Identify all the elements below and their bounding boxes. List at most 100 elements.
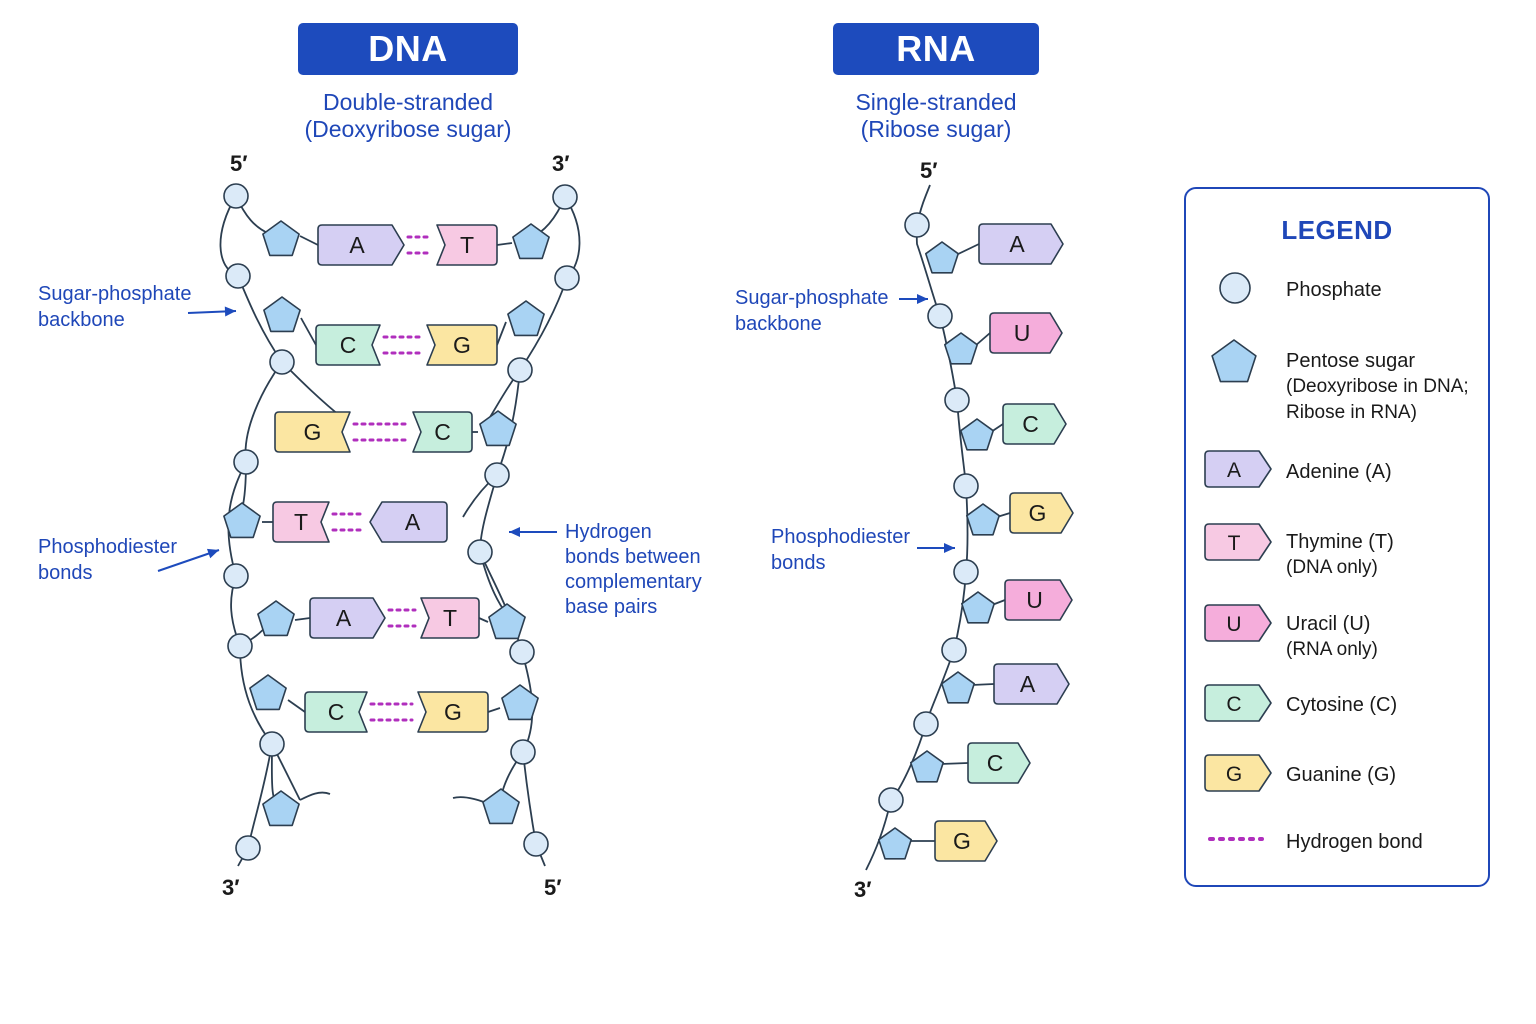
annotation-arrow	[509, 527, 557, 537]
phosphate-icon	[904, 212, 930, 238]
phosphate-icon	[878, 787, 904, 813]
base-letter: A	[336, 605, 352, 631]
base-shape	[420, 597, 480, 639]
base-G: G	[426, 324, 498, 366]
base-letter: A	[349, 232, 365, 258]
dna-subtitle-line2: (Deoxyribose sugar)	[304, 116, 512, 142]
phosphate-icon	[223, 183, 249, 209]
base-letter: G	[444, 699, 462, 725]
pentose-sugar-icon	[909, 750, 945, 783]
legend-label: Thymine (T)	[1286, 531, 1394, 553]
base-shape	[934, 820, 998, 862]
pentose-sugar-icon	[512, 223, 550, 260]
base-letter: A	[405, 509, 421, 535]
base-C: C	[315, 324, 381, 366]
dna-sugar-base-link	[294, 617, 311, 621]
base-C: C	[1204, 684, 1272, 722]
dna-sugar-base-link	[496, 321, 507, 346]
pentose-sugar-icon	[257, 600, 295, 637]
base-A: A	[1204, 450, 1272, 488]
arrow-head	[917, 294, 928, 304]
base-shape	[1204, 684, 1272, 722]
arrow-head	[944, 543, 955, 553]
base-shape	[1204, 523, 1272, 561]
base-shape	[1204, 754, 1272, 792]
base-G: G	[1204, 754, 1272, 792]
arrow-head	[206, 548, 219, 559]
base-shape	[304, 691, 368, 733]
base-A: A	[317, 224, 405, 266]
base-G: G	[274, 411, 351, 453]
legend-label: Adenine (A)	[1286, 461, 1392, 483]
base-letter: G	[1226, 763, 1242, 786]
base-G: G	[417, 691, 489, 733]
phosphate-icon	[913, 711, 939, 737]
base-C: C	[967, 742, 1031, 784]
base-shape	[317, 224, 405, 266]
dna-sugar-base-link	[496, 242, 513, 246]
pentose-sugar-icon	[249, 674, 287, 711]
dna-sugar-base-link	[300, 317, 317, 346]
rna-strand-line	[865, 184, 969, 871]
base-letter: U	[1014, 320, 1031, 346]
legend-sublabel: (RNA only)	[1286, 639, 1378, 660]
base-letter: C	[434, 419, 451, 445]
phosphate-icon	[554, 265, 580, 291]
pentose-sugar-icon	[1211, 339, 1257, 383]
base-letter: U	[1226, 613, 1241, 636]
legend-label: Guanine (G)	[1286, 764, 1397, 786]
legend-item-thymine: Thymine (T) (DNA only)	[1286, 529, 1394, 581]
base-T: T	[436, 224, 498, 266]
dna-subtitle-line1: Double-stranded	[322, 89, 494, 115]
legend-item-hydrogen-bond: Hydrogen bond	[1286, 829, 1423, 855]
phosphate-icon	[927, 303, 953, 329]
annotation-arrow	[917, 543, 955, 553]
rna-subtitle: Single-stranded (Ribose sugar)	[786, 89, 1086, 143]
base-letter: G	[453, 332, 471, 358]
phosphate-icon	[523, 831, 549, 857]
phosphate-icon	[941, 637, 967, 663]
base-shape	[1002, 403, 1067, 445]
phosphate-icon	[233, 449, 259, 475]
legend-item-uracil: Uracil (U) (RNA only)	[1286, 611, 1378, 663]
rna-sugar-base-link	[974, 332, 991, 347]
base-letter: T	[294, 509, 308, 535]
legend-item-guanine: Guanine (G)	[1286, 762, 1396, 788]
legend-item-phosphate: Phosphate	[1286, 277, 1382, 303]
rna-end-bottom: 3′	[854, 877, 872, 902]
legend-title: LEGEND	[1281, 215, 1393, 245]
phosphate-icon	[509, 639, 535, 665]
pentose-sugar-icon	[501, 684, 539, 721]
dna-end-bottom-right: 5′	[544, 875, 562, 900]
annotation-arrow	[899, 294, 928, 304]
base-letter: C	[340, 332, 357, 358]
legend-sublabel: (DNA only)	[1286, 557, 1378, 578]
base-shape	[315, 324, 381, 366]
pentose-sugar-icon	[959, 418, 995, 451]
phosphate-icon	[225, 263, 251, 289]
pentose-sugar-icon	[940, 671, 976, 704]
base-letter: T	[460, 232, 474, 258]
base-C: C	[412, 411, 473, 453]
phosphate-icon	[269, 349, 295, 375]
base-C: C	[1002, 403, 1067, 445]
rna-phosphodiester-label: Phosphodiester bonds	[771, 526, 910, 574]
base-A: A	[369, 501, 448, 543]
legend-label: Hydrogen bond	[1286, 831, 1423, 853]
base-shape	[993, 663, 1070, 705]
pentose-sugars	[223, 220, 1001, 860]
dna-sugar-base-link	[487, 707, 501, 713]
phosphate-icon	[223, 563, 249, 589]
pentose-sugar-icon	[262, 790, 300, 827]
base-shape	[369, 501, 448, 543]
legend-label: Uracil (U)	[1286, 613, 1371, 635]
pentose-sugar-icon	[924, 241, 960, 274]
rna-title: RNA	[833, 23, 1039, 75]
base-shape	[417, 691, 489, 733]
pentose-sugar-icon	[965, 503, 1001, 536]
base-A: A	[993, 663, 1070, 705]
legend-label: Cytosine (C)	[1286, 694, 1398, 716]
